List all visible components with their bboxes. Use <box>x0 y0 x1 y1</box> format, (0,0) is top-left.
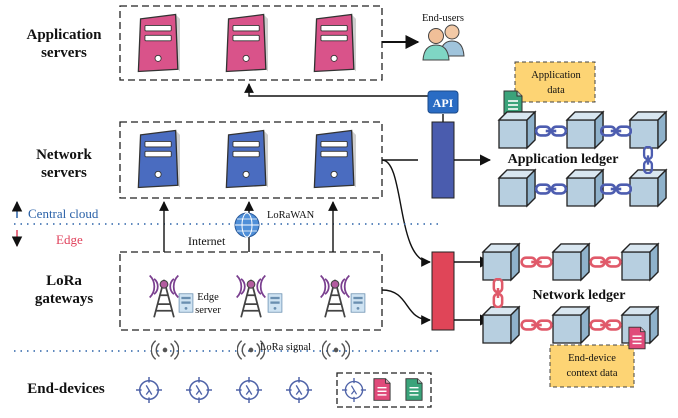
edge-server-icon <box>350 293 366 313</box>
users-icon <box>422 24 465 61</box>
chain-link-icon <box>535 125 567 137</box>
context-document-icon <box>628 326 646 350</box>
api-label: API <box>433 96 454 110</box>
edge-server-line1: Edge <box>197 292 219 303</box>
application-server-icons <box>137 13 356 73</box>
chain-link-icon <box>589 319 622 331</box>
lora-signal-label: LoRa signal <box>260 342 311 353</box>
sensor-device-icon <box>342 378 366 402</box>
document-icon <box>405 377 423 402</box>
app-server-icon-1 <box>137 13 180 73</box>
net-ledger-block-4 <box>482 306 520 344</box>
sensor-device-icon <box>186 377 212 403</box>
net-server-icon-1 <box>137 129 180 189</box>
network-ledger-title: Network ledger <box>533 288 626 303</box>
sensor-device-icon <box>286 377 312 403</box>
app-ledger-block-4 <box>498 169 536 207</box>
network-processing-bar <box>431 121 455 199</box>
tier-gateways-line1: LoRa <box>46 273 82 289</box>
gateway-towers <box>148 274 366 319</box>
chain-link-icon <box>535 183 567 195</box>
net-ledger-block-2 <box>552 243 590 281</box>
net-server-icon-2 <box>225 129 268 189</box>
globe-icon <box>234 212 260 238</box>
edge-server-icon <box>178 293 194 313</box>
radio-tower-icon <box>235 274 267 319</box>
end-device-data-note <box>549 344 635 388</box>
edge-server-icon <box>267 293 283 313</box>
lorawan-label: LoRaWAN <box>267 210 315 221</box>
gateway-processing-bar <box>431 251 455 331</box>
lora-gateways-box <box>119 251 383 331</box>
api-badge-icon: API <box>427 90 459 114</box>
signal-waves-icon <box>322 339 350 361</box>
document-icon <box>373 377 391 402</box>
application-data-note <box>514 61 596 103</box>
central-cloud-label: Central cloud <box>28 206 99 221</box>
radio-tower-icon <box>148 274 180 319</box>
net-ledger-block-5 <box>552 306 590 344</box>
tier-gateways-line2: gateways <box>35 291 93 307</box>
chain-link-icon <box>600 183 632 195</box>
api-to-application-arrow <box>244 83 444 101</box>
network-server-icons <box>137 129 356 189</box>
app-ledger-block-3 <box>629 111 667 149</box>
sensor-device-icon <box>236 377 262 403</box>
edge-label: Edge <box>56 232 83 247</box>
chain-link-icon <box>589 256 622 268</box>
signal-waves-icon <box>151 339 179 361</box>
net-ledger-block-1 <box>482 243 520 281</box>
chain-link-icon <box>642 146 654 174</box>
app-server-icon-2 <box>225 13 268 73</box>
tier-network-line2: servers <box>41 165 87 181</box>
sensor-device-icon <box>136 377 162 403</box>
chain-link-icon <box>520 256 553 268</box>
gw-to-bar-curve <box>381 289 431 325</box>
net-server-icon-3 <box>313 129 356 189</box>
end-users-label: End-users <box>422 13 464 24</box>
app-ledger-block-2 <box>566 111 604 149</box>
chain-link-icon <box>520 319 553 331</box>
tier-network-line1: Network <box>36 147 92 163</box>
net-ledger-block-3 <box>621 243 659 281</box>
application-ledger-title: Application ledger <box>508 152 619 167</box>
application-data-line1: Application <box>531 70 581 81</box>
internet-label: Internet <box>188 234 226 248</box>
app-ledger-block-5 <box>566 169 604 207</box>
app-server-icon-3 <box>313 13 356 73</box>
tier-application-line2: servers <box>41 45 87 61</box>
end-device-data-line2: context data <box>566 368 617 379</box>
tier-application-line1: Application <box>26 27 102 43</box>
chain-link-icon <box>492 278 504 308</box>
radio-tower-icon <box>319 274 351 319</box>
app-ledger-block-1 <box>498 111 536 149</box>
chain-link-icon <box>600 125 632 137</box>
tier-devices: End-devices <box>27 381 105 397</box>
application-data-line2: data <box>547 85 565 96</box>
device-data-box <box>336 372 432 408</box>
edge-server-line2: server <box>195 305 221 316</box>
net-to-gw-bar-curve <box>381 159 431 267</box>
app-ledger-block-6 <box>629 169 667 207</box>
end-device-data-line1: End-device <box>568 353 616 364</box>
